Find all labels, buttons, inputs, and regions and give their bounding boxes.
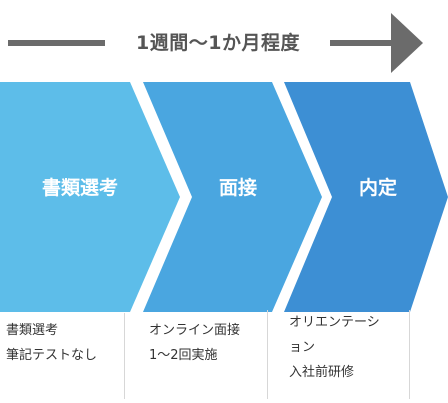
timeline-bar: 1週間〜1か月程度 xyxy=(0,0,448,80)
note-line: 入社前研修 xyxy=(289,365,355,380)
step-label-1: 書類選考 xyxy=(41,177,118,199)
timeline-label: 1週間〜1か月程度 xyxy=(136,32,300,54)
step-label-3: 内定 xyxy=(358,177,397,199)
note-line: 筆記テストなし xyxy=(6,348,98,363)
step-note-3: オリエンテーシ ョン 入社前研修 xyxy=(267,310,410,399)
chevron-step-1 xyxy=(0,82,180,312)
note-line: 書類選考 xyxy=(6,323,59,338)
step-label-2: 面接 xyxy=(218,177,257,199)
note-line: オンライン面接 xyxy=(149,323,241,338)
chevron-step-3 xyxy=(284,82,448,312)
timeline-line-left xyxy=(8,40,105,46)
step-note-2: オンライン面接 1〜2回実施 xyxy=(124,313,267,399)
chevron-step-2 xyxy=(143,82,322,312)
timeline-line-right xyxy=(330,40,392,46)
note-line: オリエンテーシ xyxy=(289,315,380,330)
note-line: ョン xyxy=(289,340,316,355)
step-note-1: 書類選考 筆記テストなし xyxy=(6,313,124,399)
process-chevrons xyxy=(0,82,448,312)
step-notes: 書類選考 筆記テストなし オンライン面接 1〜2回実施 オリエンテーシ ョン 入… xyxy=(0,310,448,403)
timeline-arrowhead-icon xyxy=(391,13,423,73)
note-line: 1〜2回実施 xyxy=(149,348,218,363)
